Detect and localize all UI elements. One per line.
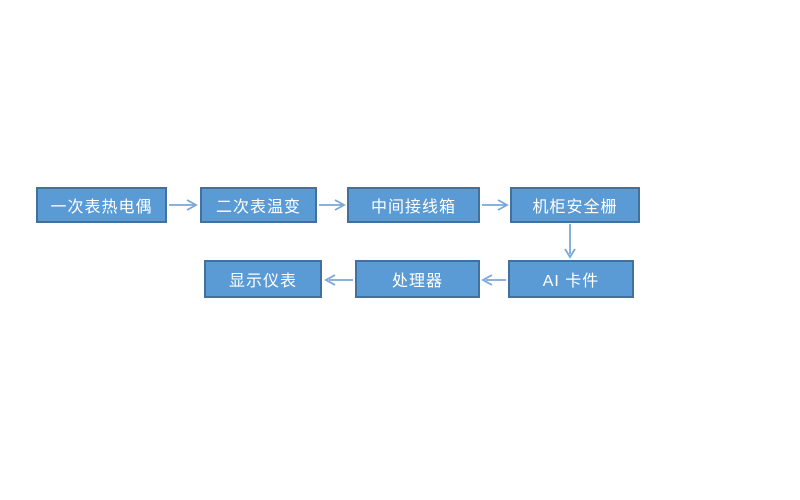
node-secondary-temp-transmitter: 二次表温变 bbox=[200, 187, 317, 223]
node-ai-card: AI 卡件 bbox=[508, 260, 634, 298]
arrow-n5-n6 bbox=[481, 274, 506, 286]
node-cabinet-safety-barrier: 机柜安全栅 bbox=[510, 187, 640, 223]
arrow-n2-n3 bbox=[319, 199, 346, 211]
arrow-n6-n7 bbox=[324, 274, 353, 286]
node-primary-thermocouple: 一次表热电偶 bbox=[36, 187, 167, 223]
node-processor: 处理器 bbox=[355, 260, 480, 298]
node-display-instrument: 显示仪表 bbox=[204, 260, 322, 298]
arrow-n3-n4 bbox=[482, 199, 509, 211]
arrow-n4-n5 bbox=[564, 224, 576, 259]
arrow-n1-n2 bbox=[169, 199, 198, 211]
node-intermediate-junction-box: 中间接线箱 bbox=[347, 187, 480, 223]
